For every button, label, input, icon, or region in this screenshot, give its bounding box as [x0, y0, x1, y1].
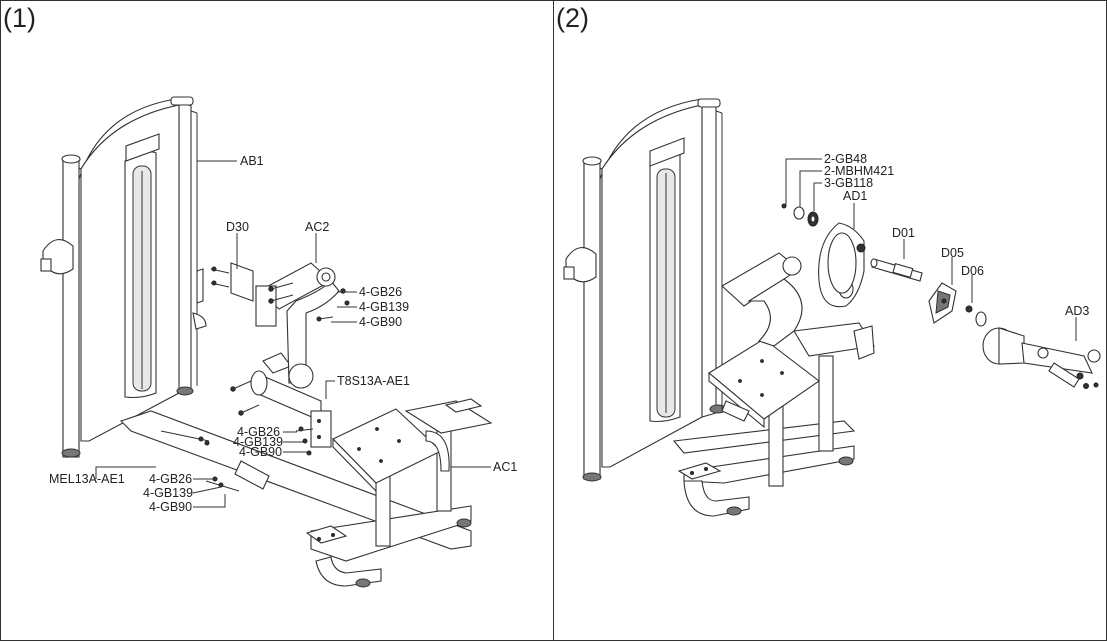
- bracket-d30: [192, 262, 254, 330]
- callout-4-gb90-middle: 4-GB90: [239, 445, 282, 459]
- panel-1-label: (1): [3, 3, 36, 33]
- callout-mel13a-ae1: MEL13A-AE1: [49, 472, 125, 486]
- arm-ac2: [255, 262, 340, 389]
- callout-leaders: [785, 158, 1077, 341]
- callout-4-gb26-upper: 4-GB26: [359, 285, 402, 299]
- callout-4-gb26-middle: 4-GB26: [237, 425, 280, 439]
- diagram-panel-1: (1): [0, 0, 555, 641]
- panel-1-drawing: AB1 D30 AC2 4-GB26 4-GB139 4-GB90 T8S13A…: [40, 96, 517, 588]
- callout-3-gb118: 3-GB118: [824, 176, 873, 190]
- shaft-d01: [870, 258, 923, 282]
- panel-2-label: (2): [556, 3, 589, 33]
- exploded-fasteners: [781, 203, 819, 227]
- callout-d06: D06: [961, 264, 984, 278]
- hub-d05: [928, 282, 957, 324]
- diagram-panel-2: (2): [553, 0, 1107, 641]
- callout-4-gb90-lower: 4-GB90: [149, 500, 192, 514]
- callout-t8s13a-ae1: T8S13A-AE1: [337, 374, 410, 388]
- callout-ac1: AC1: [493, 460, 517, 474]
- callout-leaders: [95, 160, 491, 508]
- washer-d06: [965, 305, 987, 327]
- callout-4-gb139-upper: 4-GB139: [359, 300, 409, 314]
- weight-stack-tower: [563, 98, 727, 482]
- fastener-bolts: [160, 282, 350, 492]
- panel-2-drawing: 2-GB48 2-MBHM421 3-GB118 AD1 D01 D05 D06…: [563, 98, 1101, 517]
- callout-4-gb139-lower: 4-GB139: [143, 486, 193, 500]
- callout-d30: D30: [226, 220, 249, 234]
- weight-stack-tower: [40, 96, 198, 458]
- callout-ad1: AD1: [843, 189, 867, 203]
- callout-4-gb90-upper: 4-GB90: [359, 315, 402, 329]
- callout-ab1: AB1: [240, 154, 264, 168]
- callout-2-mbhm421: 2-MBHM421: [824, 164, 894, 178]
- assembled-frame: [672, 252, 875, 517]
- callout-d05: D05: [941, 246, 964, 260]
- callout-ad3: AD3: [1065, 304, 1089, 318]
- tube-t8s13a: [250, 352, 332, 448]
- main-frame-ac1: [119, 398, 493, 588]
- cam-disc-ad1: [818, 222, 866, 308]
- arm-ad3: [982, 327, 1101, 389]
- callout-d01: D01: [892, 226, 915, 240]
- callout-4-gb139-middle: 4-GB139: [233, 435, 283, 449]
- callout-4-gb26-lower: 4-GB26: [149, 472, 192, 486]
- callout-2-gb48: 2-GB48: [824, 152, 867, 166]
- callout-ac2: AC2: [305, 220, 329, 234]
